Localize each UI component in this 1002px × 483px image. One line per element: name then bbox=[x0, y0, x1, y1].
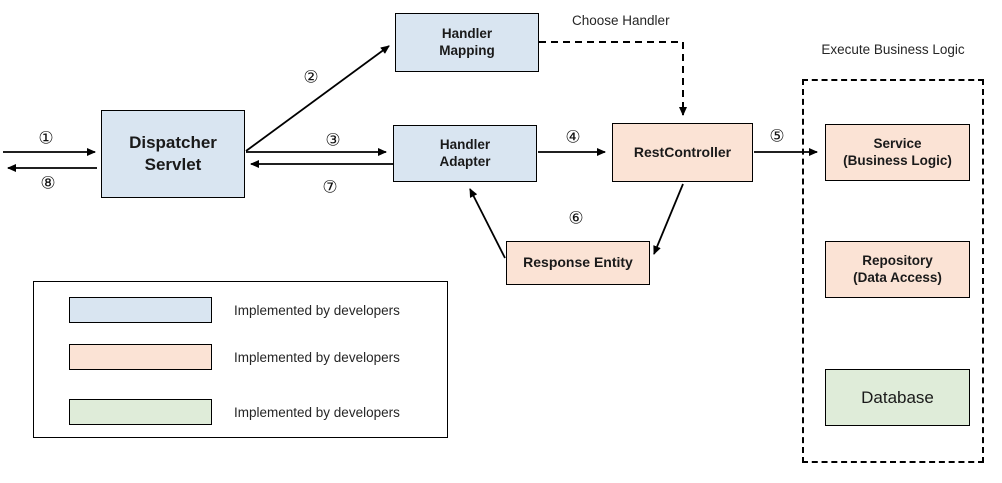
step-3-badge: ③ bbox=[324, 130, 342, 151]
node-handler-adapter: Handler Adapter bbox=[393, 125, 537, 182]
node-label: (Business Logic) bbox=[843, 152, 952, 168]
node-label: Repository bbox=[862, 252, 933, 268]
arrow-dispatcher-to-mapping bbox=[245, 45, 390, 152]
node-label: Dispatcher bbox=[129, 132, 217, 152]
step-5-badge: ⑤ bbox=[768, 126, 786, 147]
arrow-choose-handler bbox=[539, 41, 687, 116]
legend-swatch-peach bbox=[69, 344, 212, 370]
node-label: Service bbox=[873, 135, 922, 151]
node-label: Database bbox=[861, 387, 934, 407]
legend-row: Implemented by developers bbox=[69, 297, 400, 323]
arrow-controller-to-response-entity bbox=[653, 183, 684, 255]
node-rest-controller: RestController bbox=[612, 123, 753, 182]
node-label: Handler bbox=[439, 136, 491, 152]
legend-row: Implemented by developers bbox=[69, 399, 400, 425]
node-response-entity: Response Entity bbox=[506, 241, 650, 285]
node-handler-mapping: Handler Mapping bbox=[395, 13, 539, 72]
node-label: (Data Access) bbox=[853, 269, 942, 285]
step-4-badge: ④ bbox=[564, 127, 582, 148]
legend-swatch-green bbox=[69, 399, 212, 425]
execute-business-logic-container bbox=[802, 79, 984, 463]
node-service: Service (Business Logic) bbox=[825, 124, 970, 181]
step-2-badge: ② bbox=[302, 67, 320, 88]
node-dispatcher-servlet: Dispatcher Servlet bbox=[101, 110, 245, 198]
legend-row: Implemented by developers bbox=[69, 344, 400, 370]
node-label: Adapter bbox=[439, 153, 491, 169]
legend-label: Implemented by developers bbox=[234, 302, 400, 318]
step-8-badge: ⑧ bbox=[39, 173, 57, 194]
step-6-badge: ⑥ bbox=[567, 208, 585, 229]
legend-box: Implemented by developers Implemented by… bbox=[33, 281, 448, 438]
arrow-response-entity-to-adapter bbox=[469, 188, 506, 259]
node-label: Mapping bbox=[439, 42, 495, 58]
legend-label: Implemented by developers bbox=[234, 404, 400, 420]
node-label: RestController bbox=[633, 143, 732, 160]
legend-label: Implemented by developers bbox=[234, 349, 400, 365]
node-repository: Repository (Data Access) bbox=[825, 241, 970, 298]
step-1-badge: ① bbox=[37, 128, 55, 149]
node-label: Handler bbox=[441, 25, 493, 41]
step-7-badge: ⑦ bbox=[321, 177, 339, 198]
node-label: Response Entity bbox=[523, 254, 633, 271]
choose-handler-label: Choose Handler bbox=[572, 13, 670, 28]
node-label: Servlet bbox=[144, 155, 202, 174]
node-database: Database bbox=[825, 369, 970, 426]
execute-business-logic-title: Execute Business Logic bbox=[821, 42, 965, 57]
legend-swatch-blue bbox=[69, 297, 212, 323]
